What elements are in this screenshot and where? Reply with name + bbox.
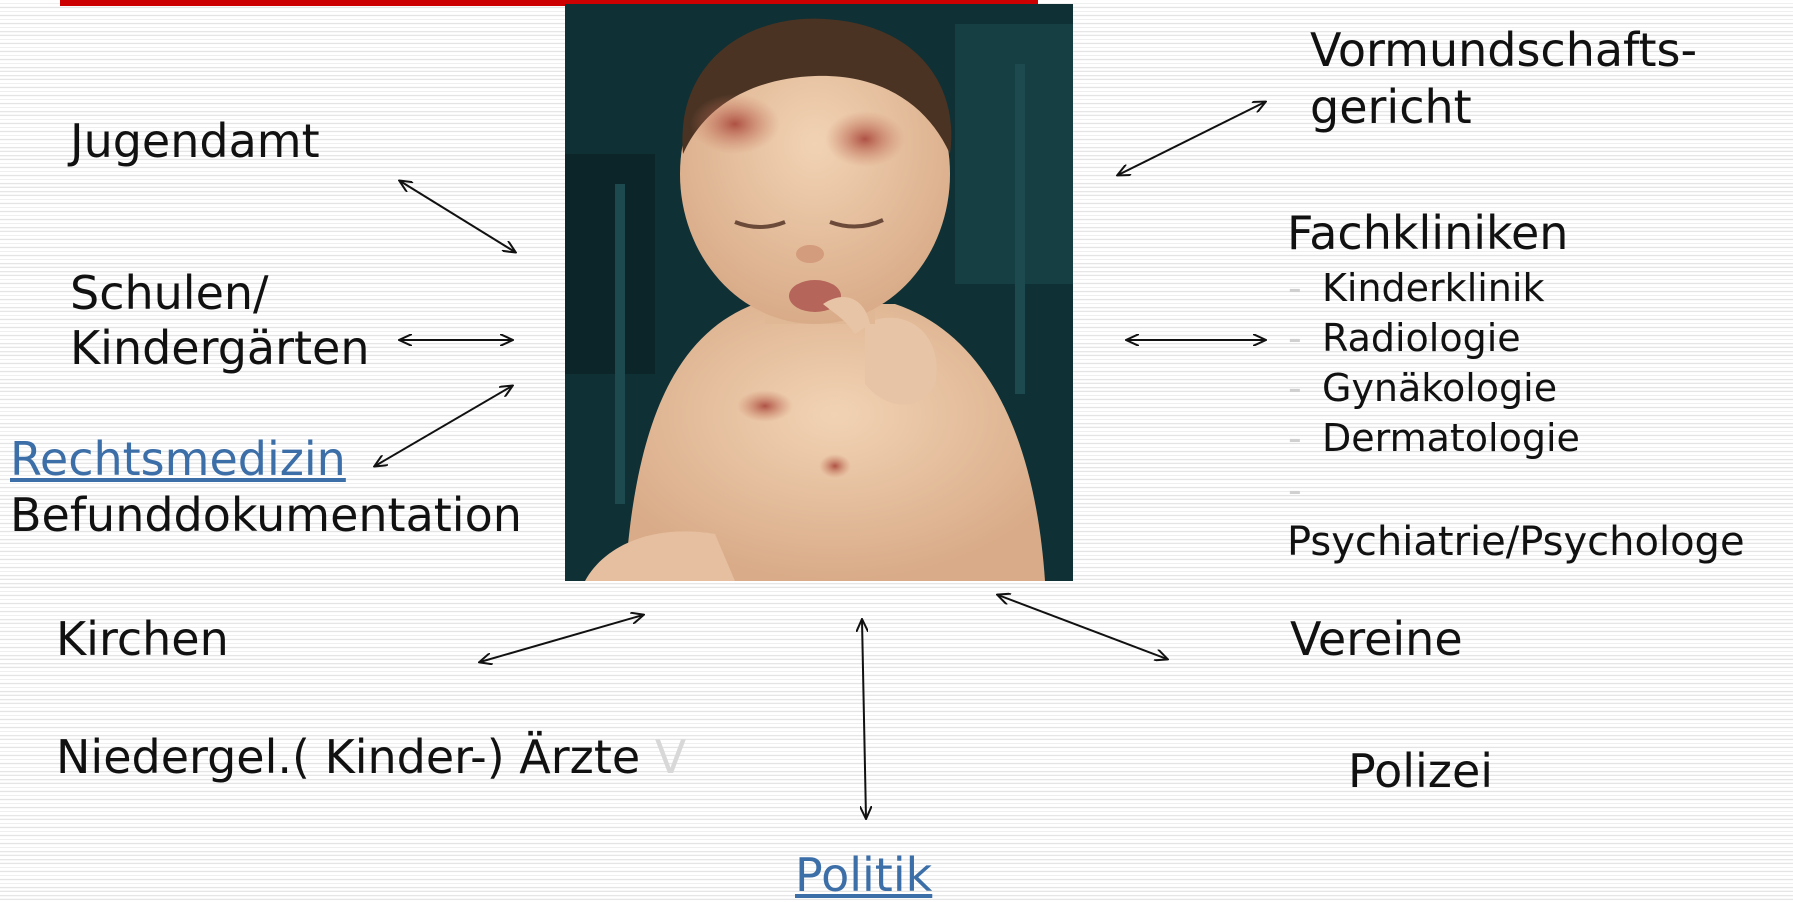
label-vormundschaft-line1: Vormundschafts- <box>1310 23 1698 77</box>
fachkliniken-item-label: Radiologie <box>1322 316 1521 360</box>
arrow-vormundschaft <box>1118 102 1265 175</box>
label-kirchen: Kirchen <box>56 612 229 666</box>
label-fachkliniken: Fachkliniken <box>1287 206 1569 260</box>
label-psychiatrie: Psychiatrie/Psychologe <box>1287 519 1745 565</box>
list-bullet: - <box>1288 468 1302 512</box>
title-accent-bar <box>60 0 1038 6</box>
fachkliniken-item-label: Kinderklinik <box>1322 266 1545 310</box>
label-aerzte: Niedergel.( Kinder-) Ärzte V <box>56 732 686 783</box>
link-politik[interactable]: Politik <box>795 848 933 902</box>
label-schulen-line2: Kindergärten <box>70 321 370 375</box>
child-photo-illustration <box>565 4 1073 581</box>
label-vereine: Vereine <box>1290 612 1463 666</box>
list-bullet: - <box>1288 416 1302 460</box>
arrow-rechtsmedizin <box>375 386 512 466</box>
arrow-vereine <box>998 595 1167 659</box>
list-bullet: - <box>1288 366 1302 410</box>
label-befunddokumentation: Befunddokumentation <box>10 488 522 542</box>
fachkliniken-item-label: Dermatologie <box>1322 416 1580 460</box>
label-schulen-line1: Schulen/ <box>70 266 269 320</box>
label-jugendamt: Jugendamt <box>70 114 320 168</box>
list-bullet: - <box>1288 266 1302 310</box>
fachkliniken-item: -Gynäkologie <box>1288 366 1557 410</box>
fachkliniken-item-label: Gynäkologie <box>1322 366 1558 410</box>
fachkliniken-item: -Dermatologie <box>1288 416 1580 460</box>
fachkliniken-item: -Radiologie <box>1288 316 1521 360</box>
arrow-politik <box>862 620 866 818</box>
fachkliniken-item: -Kinderklinik <box>1288 266 1544 310</box>
arrow-jugendamt <box>400 181 515 252</box>
link-rechtsmedizin[interactable]: Rechtsmedizin <box>10 432 346 486</box>
list-bullet: - <box>1288 316 1302 360</box>
label-aerzte-faint: V <box>654 730 687 784</box>
child-photo <box>565 4 1073 581</box>
label-polizei: Polizei <box>1348 744 1494 798</box>
label-vormundschaft-line2: gericht <box>1310 80 1472 134</box>
fachkliniken-item-empty: - <box>1288 468 1322 512</box>
arrow-kirchen <box>480 615 643 662</box>
label-aerzte-text: Niedergel.( Kinder-) Ärzte <box>56 730 641 784</box>
